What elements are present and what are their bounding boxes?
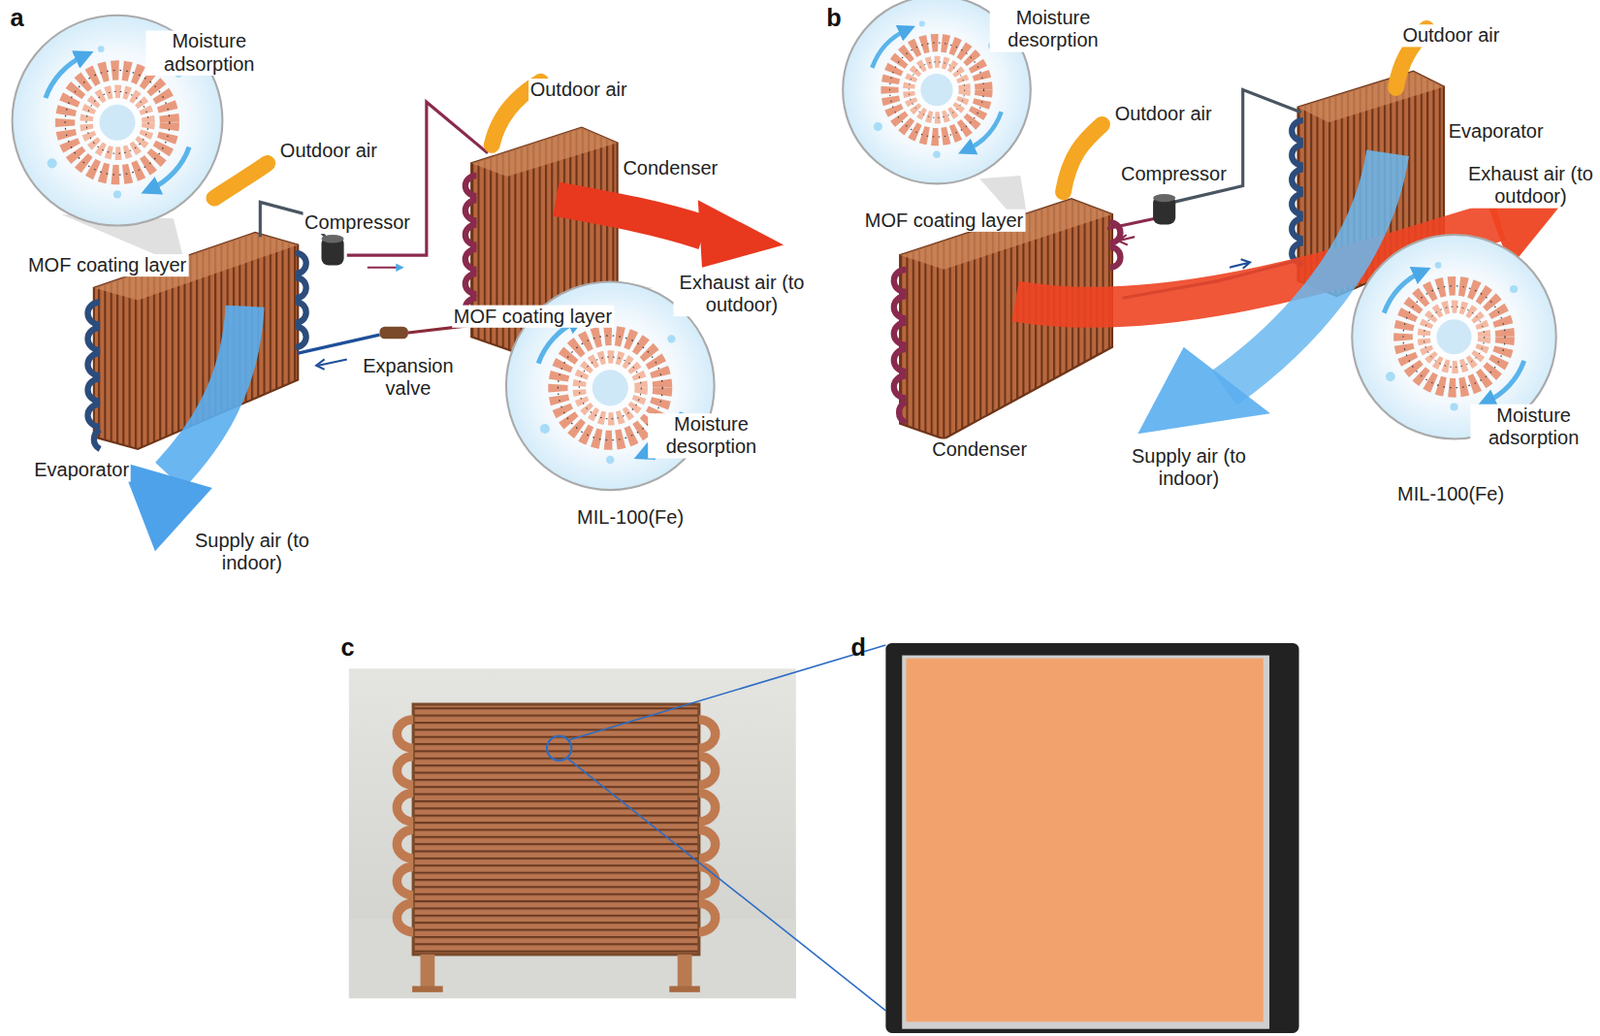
callout-label: Moisture desorption bbox=[647, 413, 774, 458]
part-label: Compressor bbox=[302, 211, 413, 234]
callout-label: Moisture adsorption bbox=[1470, 404, 1597, 449]
part-label: Compressor bbox=[1119, 162, 1229, 186]
callout-label: Moisture adsorption bbox=[145, 31, 272, 76]
material-label: MIL-100(Fe) bbox=[1395, 482, 1506, 506]
material-label: MIL-100(Fe) bbox=[575, 506, 686, 529]
part-label: MOF coating layer bbox=[451, 305, 615, 328]
panel-letter: c bbox=[338, 632, 356, 661]
part-label: MOF coating layer bbox=[863, 209, 1026, 232]
flow-label: Supply air (to indoor) bbox=[1127, 445, 1249, 490]
flow-label: Supply air (to indoor) bbox=[191, 529, 313, 575]
flow-label: Outdoor air bbox=[528, 78, 630, 101]
callout-label: Moisture desorption bbox=[990, 6, 1117, 52]
part-label: MOF coating layer bbox=[26, 254, 190, 277]
part-label: Condenser bbox=[929, 438, 1029, 461]
part-label: Expansion valve bbox=[352, 354, 465, 400]
panel-letter: d bbox=[849, 632, 869, 661]
panel-letter: b bbox=[824, 3, 844, 32]
flow-label: Outdoor air bbox=[1113, 102, 1215, 126]
part-label: Condenser bbox=[620, 157, 720, 180]
part-label: Evaporator bbox=[1446, 120, 1546, 143]
part-label: Evaporator bbox=[32, 459, 131, 482]
flow-label: Exhaust air (to outdoor) bbox=[673, 271, 811, 317]
flow-label: Outdoor air bbox=[1400, 24, 1502, 47]
panel-letter: a bbox=[7, 3, 26, 32]
flow-label: Exhaust air (to outdoor) bbox=[1464, 162, 1598, 208]
flow-label: Outdoor air bbox=[278, 139, 380, 162]
